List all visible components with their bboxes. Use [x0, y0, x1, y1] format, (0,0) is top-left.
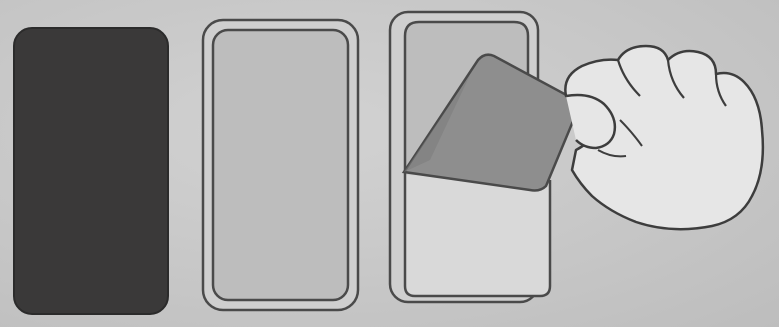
- panel-1-dark-screen: [14, 28, 168, 314]
- dark-screen-shape: [14, 28, 168, 314]
- uncovered-screen-area: [405, 175, 550, 296]
- hand-icon: [565, 46, 763, 229]
- panel-3-peel-film: [390, 12, 577, 302]
- panel-2-protector-frame: [203, 20, 358, 310]
- inner-protector-film: [213, 30, 348, 300]
